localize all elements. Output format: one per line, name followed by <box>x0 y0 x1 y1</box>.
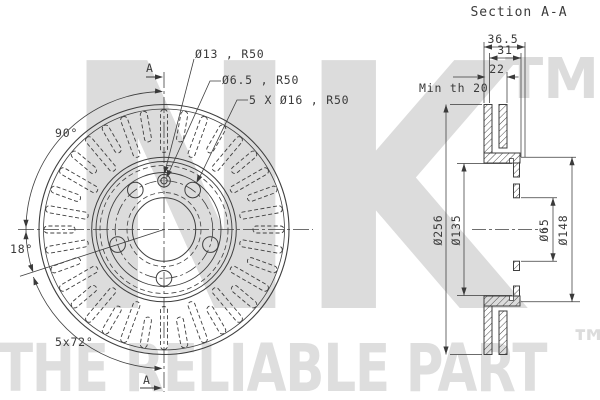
vent-slot <box>176 316 189 349</box>
disc-ring <box>91 156 237 303</box>
vent-slot <box>120 116 141 158</box>
section-marker-bottom: A <box>140 373 162 391</box>
vent-slot <box>85 136 117 172</box>
disc-ring <box>131 197 197 262</box>
vent-slot <box>239 239 283 254</box>
front-view: A A 90° 18° 5x72° Ø13 , R50 Ø6.5 , R50 5… <box>10 47 349 392</box>
angle-arc-90 <box>25 91 157 230</box>
bolt-hole <box>109 236 126 253</box>
vent-slot <box>211 287 243 323</box>
dim-hub-flange-diameter <box>521 156 580 303</box>
vent-slot <box>160 306 168 350</box>
vent-slot <box>206 305 227 335</box>
section-marker-label-top: A <box>146 61 154 75</box>
vent-slot <box>252 225 285 234</box>
min-thickness-note: Min th 20 <box>419 81 489 95</box>
disc-ring <box>38 103 290 356</box>
vent-slot <box>50 185 82 202</box>
vent-slot <box>211 136 243 172</box>
bolt-hole <box>202 236 219 253</box>
disc-ring <box>43 108 285 351</box>
angle-5x72-label: 5x72° <box>55 335 94 349</box>
section-marker-label-bottom: A <box>143 373 151 387</box>
bolt-hole <box>184 181 201 199</box>
disc-ring <box>95 161 233 298</box>
dim-inner-height-label: 31 <box>497 43 512 57</box>
vent-slot <box>45 205 89 220</box>
vent-slot <box>229 265 269 292</box>
vent-slot <box>43 225 76 234</box>
bolt-holes-label: 5 X Ø16 , R50 <box>249 93 349 107</box>
vent-slot <box>246 185 278 202</box>
vent-slot <box>139 316 152 349</box>
vent-slot <box>70 150 98 174</box>
vent-slot <box>101 124 122 154</box>
bolt-hole <box>155 270 173 287</box>
hat-step-bottom <box>509 295 514 301</box>
dim-bore-diameter-label: Ø65 <box>537 218 551 241</box>
bolt-pattern-diagonal-line <box>19 229 165 277</box>
section-material <box>483 104 521 355</box>
disc-generated-geometry <box>38 103 290 356</box>
dim-hat-diameter <box>457 163 512 296</box>
hat-step-top <box>509 158 514 164</box>
dim-overall-height-label: 36.5 <box>488 32 519 46</box>
slogan-watermark: THE RELIABLE PART <box>0 330 548 400</box>
vent-slot <box>239 205 283 220</box>
vent-slot <box>70 285 98 309</box>
vent-slot <box>230 150 258 174</box>
angle-90-label: 90° <box>55 126 78 140</box>
locating-hole-inner <box>160 177 168 185</box>
dim-outer-diameter-label: Ø256 <box>431 215 445 246</box>
pilot-hole-label: Ø13 , R50 <box>195 47 265 61</box>
bolt-hole <box>127 181 144 199</box>
dim-hat-diameter-label: Ø135 <box>449 215 463 246</box>
leader-locating-hole <box>163 80 221 180</box>
angle-18-label: 18° <box>10 242 33 256</box>
vent-slot <box>160 109 168 153</box>
disc-ring <box>99 165 229 294</box>
vent-slot <box>246 257 278 274</box>
vent-slot <box>230 285 258 309</box>
leader-bolt-holes <box>194 99 248 185</box>
trademark-symbol: ™ <box>570 322 600 366</box>
vent-slot <box>176 110 189 143</box>
vent-slot <box>187 116 208 158</box>
dim-hub-flange-diameter-label: Ø148 <box>556 215 570 246</box>
disc-ring <box>114 180 214 279</box>
dim-outer-diameter <box>445 104 482 355</box>
vent-slot <box>187 301 208 343</box>
section-title: Section A-A <box>470 5 567 20</box>
leader-pilot-hole <box>161 58 195 176</box>
disc-ring <box>126 192 202 267</box>
nk-logo-watermark: NK <box>60 0 530 389</box>
vent-slot <box>139 110 152 143</box>
vent-slot <box>50 257 82 274</box>
vent-slot <box>59 167 99 194</box>
section-marker-top: A <box>146 61 163 80</box>
angle-arc-5x72 <box>33 276 161 369</box>
vent-slot <box>85 287 117 323</box>
vent-slot <box>229 167 269 194</box>
dim-bore-diameter <box>521 197 557 262</box>
vent-slot <box>59 265 99 292</box>
vent-slot <box>120 301 141 343</box>
vent-slot <box>206 124 227 154</box>
vent-slot <box>101 305 122 335</box>
locating-hole-label: Ø6.5 , R50 <box>222 73 299 87</box>
section-view: Section A-A <box>419 5 580 355</box>
vent-slot <box>45 239 89 254</box>
dim-thickness-label: 22 <box>489 62 504 76</box>
